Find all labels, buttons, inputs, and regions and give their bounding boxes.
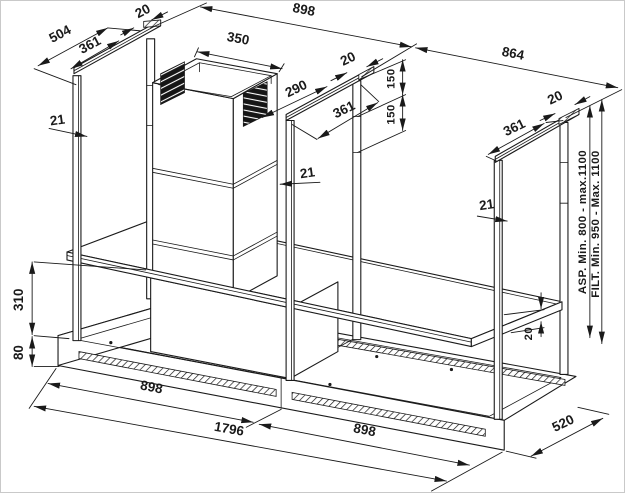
filt-height-range-label: FILT. Min. 950 - Max. 1100 <box>590 150 602 297</box>
dim-21-right-label: 21 <box>478 196 495 213</box>
dim-350-label: 350 <box>226 29 251 48</box>
dim-20-left-label: 20 <box>132 1 152 21</box>
dim-20-mid-label: 20 <box>338 49 358 69</box>
dim-20-right-label: 20 <box>545 88 565 108</box>
dim-520-label: 520 <box>550 412 577 435</box>
dim-21-mid-label: 21 <box>299 164 316 181</box>
dim-864-label: 864 <box>501 44 526 63</box>
dim-310-label: 310 <box>11 289 26 311</box>
dim-898-top-label: 898 <box>291 1 316 19</box>
dimension-lines: 504 361 20 898 864 350 290 20 361 150 15… <box>11 1 623 492</box>
dim-898-bottom-left-label: 898 <box>139 377 164 396</box>
chimney-duct <box>152 58 278 301</box>
dim-361-right-label: 361 <box>501 116 528 140</box>
dim-21-left-label: 21 <box>49 112 66 129</box>
asp-height-range-label: ASP. Min. 800 - max.1100 <box>577 150 589 294</box>
frame-front-posts <box>72 75 503 420</box>
dim-150-upper-label: 150 <box>386 69 398 89</box>
dim-898-bottom-right-label: 898 <box>352 420 377 439</box>
dim-504-label: 504 <box>46 22 73 46</box>
dim-80-label: 80 <box>11 345 26 360</box>
dim-20-shelf-label: 20 <box>523 327 535 341</box>
dim-150-lower-label: 150 <box>386 104 398 124</box>
chimney-vent-left <box>160 61 185 106</box>
dim-1796-label: 1796 <box>213 419 245 439</box>
